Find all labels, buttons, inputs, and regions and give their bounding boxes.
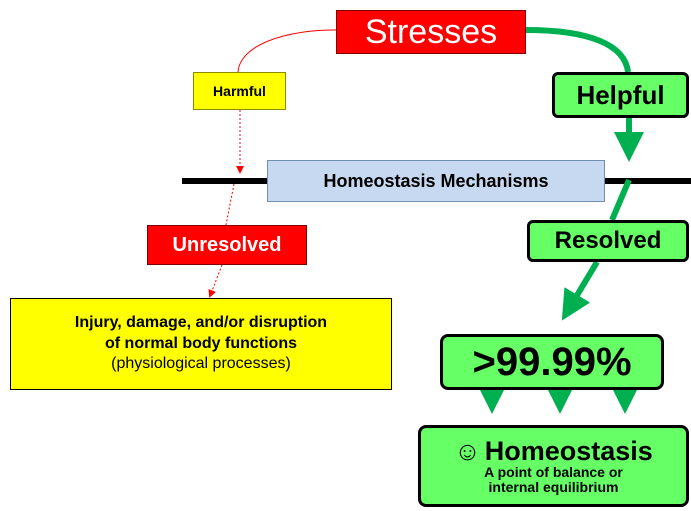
harmful-arrow-2	[225, 183, 235, 226]
stresses-box: Stresses	[336, 10, 526, 54]
percent-box: >99.99%	[440, 334, 664, 390]
homeostasis-title: Homeostasis	[484, 436, 653, 467]
helpful-label: Helpful	[576, 79, 665, 110]
stresses-label: Stresses	[364, 12, 498, 51]
unresolved-label: Unresolved	[172, 233, 282, 256]
harmful-curve	[237, 29, 337, 73]
harmful-box: Harmful	[193, 72, 286, 110]
homeostasis-desc-1: A point of balance or	[484, 464, 623, 481]
unresolved-box: Unresolved	[147, 225, 307, 265]
harmful-label: Harmful	[213, 83, 266, 99]
injury-line-1: Injury, damage, and/or disruption	[74, 313, 328, 331]
homeostasis-desc-2: internal equilibrium	[488, 479, 619, 496]
resolved-label: Resolved	[554, 227, 662, 254]
smiley-icon: ☺	[454, 436, 481, 467]
helpful-arrow-3	[561, 260, 600, 321]
helpful-box: Helpful	[552, 72, 689, 118]
resolved-box: Resolved	[527, 220, 689, 262]
homeostasis-mechanisms-box: Homeostasis Mechanisms	[267, 160, 605, 202]
helpful-line-2	[609, 178, 632, 222]
injury-box: Injury, damage, and/or disruption of nor…	[10, 298, 392, 390]
helpful-curve	[525, 27, 631, 73]
percent-label: >99.99%	[472, 339, 632, 384]
harmful-arrow-3	[208, 264, 223, 298]
injury-line-2: of normal body functions	[105, 334, 297, 352]
homeostasis-box: ☺Homeostasis A point of balance or inter…	[418, 425, 689, 507]
homeostasis-title-row: ☺Homeostasis	[454, 437, 653, 465]
homeostasis-mechanisms-label: Homeostasis Mechanisms	[323, 170, 549, 191]
injury-line-3: (physiological processes)	[111, 355, 291, 373]
